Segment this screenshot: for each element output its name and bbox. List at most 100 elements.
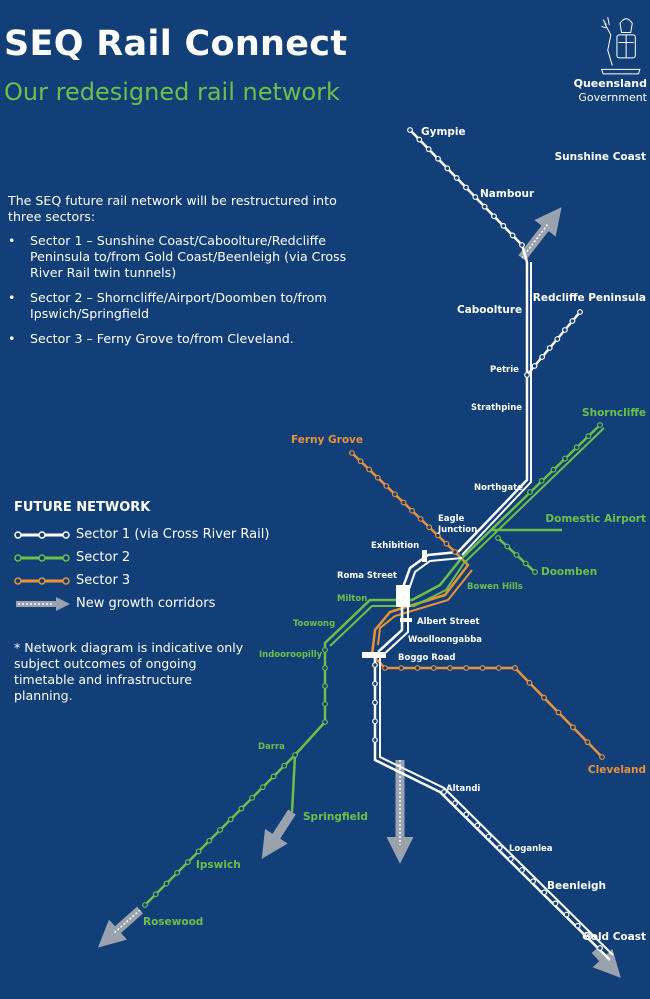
station-dot — [513, 552, 520, 558]
station-ferny-grove[interactable]: Ferny Grove — [291, 434, 363, 446]
station-shorncliffe[interactable]: Shorncliffe — [582, 407, 646, 419]
station-dot — [425, 146, 432, 153]
station-dot — [163, 880, 170, 887]
station-dot — [382, 665, 388, 671]
station-dot — [407, 127, 413, 133]
station-eagle-junction-2[interactable]: Junction — [437, 525, 477, 535]
station-darra[interactable]: Darra — [258, 742, 285, 752]
station-albert-street[interactable]: Albert Street — [417, 617, 480, 627]
station-toowong[interactable]: Toowong — [293, 619, 335, 629]
station-dot — [539, 354, 546, 360]
sector-2-line-icon — [14, 553, 70, 562]
station-beenleigh[interactable]: Beenleigh — [547, 880, 606, 892]
station-sunshine-coast[interactable]: Sunshine Coast — [555, 151, 646, 163]
station-caboolture[interactable]: Caboolture — [457, 304, 522, 316]
station-dot — [527, 489, 533, 495]
station-dot — [554, 336, 561, 342]
station-boggo-road[interactable]: Boggo Road — [398, 653, 456, 663]
station-dot — [485, 833, 492, 840]
station-dot — [322, 683, 328, 689]
station-dot — [174, 869, 181, 876]
station-rosewood[interactable]: Rosewood — [143, 916, 203, 928]
station-dot — [357, 458, 364, 465]
sector-2-description: Sector 2 – Shorncliffe/Airport/Doomben t… — [8, 290, 353, 322]
station-dot — [435, 155, 441, 162]
albert-street-marker — [400, 618, 412, 622]
station-bowen-hills[interactable]: Bowen Hills — [467, 582, 523, 592]
station-strathpine[interactable]: Strathpine — [471, 403, 522, 413]
station-loganlea[interactable]: Loganlea — [509, 844, 553, 854]
station-woolloongabba[interactable]: Woolloongabba — [408, 635, 482, 645]
station-dot — [597, 422, 603, 428]
station-gold-coast[interactable]: Gold Coast — [582, 931, 646, 943]
station-dot — [372, 699, 378, 706]
station-dot — [441, 789, 447, 795]
station-dot — [570, 724, 576, 731]
page-title: SEQ Rail Connect — [4, 24, 348, 64]
exhibition-marker — [422, 550, 427, 562]
station-dot — [584, 739, 591, 746]
growth-corridors — [97, 207, 621, 978]
station-dot — [430, 665, 437, 671]
legend-item-sector-3: Sector 3 — [14, 569, 269, 592]
station-cleveland[interactable]: Cleveland — [588, 764, 646, 776]
station-dot — [504, 543, 511, 550]
station-dot — [577, 309, 583, 315]
station-eagle-junction[interactable]: Eagle — [438, 514, 465, 524]
sector-3-line-icon — [14, 576, 70, 585]
station-dot — [383, 483, 390, 489]
station-ipswich[interactable]: Ipswich — [196, 859, 241, 871]
station-altandi[interactable]: Altandi — [446, 784, 480, 794]
station-springfield[interactable]: Springfield — [303, 811, 368, 823]
roma-street-interchange — [396, 585, 410, 607]
station-dot — [142, 902, 148, 908]
station-dot — [227, 816, 234, 823]
station-roma-street[interactable]: Roma Street — [337, 571, 397, 581]
station-dot — [472, 194, 479, 200]
station-indooroopilly[interactable]: Indooroopilly — [259, 650, 323, 660]
station-gympie[interactable]: Gympie — [421, 126, 466, 138]
station-dot — [195, 848, 202, 855]
station-dot — [443, 540, 450, 547]
station-dots — [142, 127, 605, 951]
station-dot — [562, 455, 568, 462]
station-dot — [481, 203, 488, 210]
station-dot — [417, 516, 424, 522]
station-dot — [538, 477, 545, 484]
station-dot — [453, 175, 460, 181]
station-dot — [184, 859, 191, 866]
station-dot — [206, 837, 213, 844]
station-redcliffe[interactable]: Redcliffe Peninsula — [533, 292, 646, 304]
station-milton[interactable]: Milton — [337, 594, 367, 604]
coat-of-arms-icon — [600, 17, 641, 75]
station-dot — [532, 569, 538, 575]
station-dot — [573, 444, 580, 451]
station-dot — [452, 549, 458, 555]
station-dot — [444, 165, 451, 172]
station-dot — [524, 372, 530, 378]
station-exhibition[interactable]: Exhibition — [371, 541, 419, 551]
station-dot — [292, 752, 298, 758]
station-doomben[interactable]: Doomben — [541, 566, 597, 578]
station-dot — [409, 507, 415, 514]
station-dot — [322, 719, 328, 725]
station-dot — [563, 911, 570, 918]
station-dot — [495, 665, 502, 671]
station-nambour[interactable]: Nambour — [480, 188, 535, 200]
station-dot — [569, 318, 576, 324]
station-petrie[interactable]: Petrie — [490, 365, 519, 375]
station-domestic-airport[interactable]: Domestic Airport — [545, 513, 646, 525]
station-dot — [249, 794, 256, 801]
station-dot — [496, 844, 503, 851]
station-dot — [541, 889, 548, 896]
station-dot — [259, 784, 266, 791]
station-northgate[interactable]: Northgate — [474, 483, 523, 493]
station-dot — [416, 136, 423, 143]
legend-label: Sector 1 (via Cross River Rail) — [76, 527, 270, 542]
station-dot — [152, 891, 159, 898]
interchange-markers — [362, 550, 427, 658]
station-dot — [270, 773, 277, 780]
sector-list: Sector 1 – Sunshine Coast/Caboolture/Red… — [8, 233, 353, 347]
station-dot — [372, 737, 378, 743]
